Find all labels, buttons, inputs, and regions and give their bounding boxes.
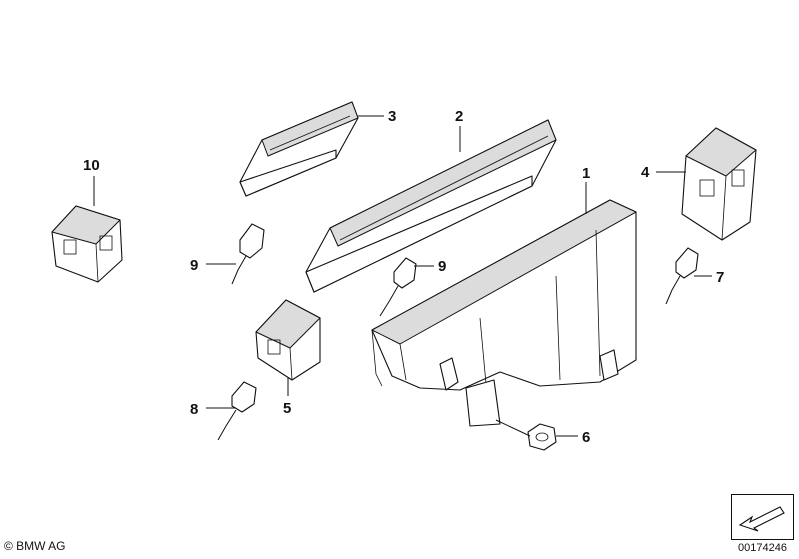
callout-1: 1 [582, 165, 590, 182]
orientation-arrow-box [731, 494, 794, 540]
callout-9-center: 9 [438, 258, 446, 275]
copyright-text: © BMW AG [4, 539, 66, 553]
callout-10: 10 [83, 157, 100, 174]
callout-2: 2 [455, 108, 463, 125]
leader-lines [93, 115, 712, 437]
part-9-terminal-center [379, 257, 417, 317]
part-9-terminal-left [231, 223, 265, 285]
orientation-arrow-icon [738, 506, 785, 532]
document-number: 00174246 [738, 542, 787, 554]
part-1-carrier-bracket [371, 199, 637, 427]
callout-8: 8 [190, 401, 198, 418]
callout-4: 4 [641, 164, 650, 181]
callout-6: 6 [582, 429, 590, 446]
part-6-nut [527, 423, 557, 451]
callout-9-left: 9 [190, 257, 198, 274]
part-10-relay-socket [51, 205, 123, 283]
callout-3: 3 [388, 108, 396, 125]
part-8-terminal [217, 381, 257, 441]
part-4-relay-socket [681, 127, 757, 241]
part-2-connector-strip [305, 119, 557, 293]
part-5-relay-socket [255, 299, 321, 381]
part-7-terminal [665, 247, 699, 305]
part-3-connector-strip [239, 101, 359, 197]
callout-labels: 1 2 3 4 5 6 7 8 9 9 10 [83, 108, 724, 446]
callout-5: 5 [283, 400, 291, 417]
callout-7: 7 [716, 269, 724, 286]
